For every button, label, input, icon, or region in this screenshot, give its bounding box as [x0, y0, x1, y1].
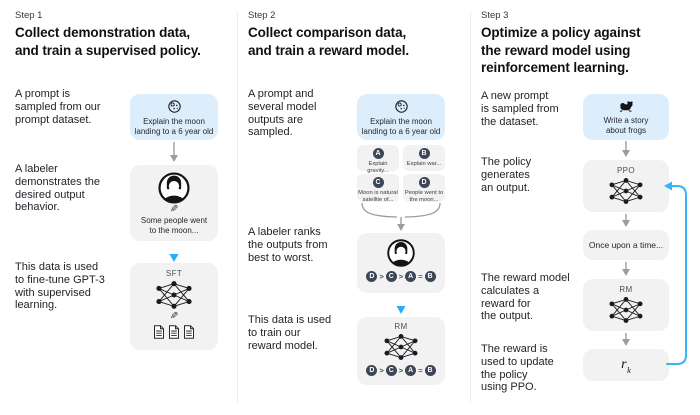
rank-separator: > — [398, 272, 404, 281]
step1-paragraph-2: A labeler demonstrates the desired outpu… — [15, 163, 100, 214]
step1-prompt-text: Explain the moon landing to a 6 year old — [134, 117, 214, 136]
step3-prompt-card: Write a story about frogs — [583, 94, 669, 140]
step2-paragraph-3: This data is used to train our reward mo… — [248, 314, 332, 352]
neural-network-icon — [605, 295, 647, 325]
step1-prompt-card: Explain the moon landing to a 6 year old — [130, 94, 218, 140]
document-icon — [153, 325, 165, 339]
moon-icon — [167, 99, 182, 114]
pencil-icon: ✎ — [169, 204, 179, 215]
step3-paragraph-2: The policy generates an output. — [481, 156, 532, 194]
arrow-step3-ppo-to-output — [622, 214, 630, 227]
step3-reward-card: rk — [583, 349, 669, 381]
neural-network-icon — [605, 176, 647, 206]
document-icon — [183, 325, 195, 339]
output-letter-badge: D — [418, 177, 430, 188]
rank-badge: C — [385, 365, 397, 376]
arrow-step2-labeler-to-rm — [396, 296, 406, 314]
output-d-text: People went to the moon... — [404, 190, 444, 203]
step3-paragraph-1: A new prompt is sampled from the dataset… — [481, 90, 559, 128]
rm-label: RM — [394, 322, 408, 331]
frog-icon — [618, 100, 635, 112]
ppo-label: PPO — [616, 166, 636, 175]
reward-symbol: r — [621, 357, 627, 373]
rank-separator: > — [379, 366, 384, 375]
step1-labeler-card: ✎ Some people went to the moon... — [130, 165, 218, 241]
step1-title: Collect demonstration data, and train a … — [15, 25, 201, 58]
step2-paragraph-2: A labeler ranks the outputs from best to… — [248, 226, 328, 264]
column-divider — [470, 12, 471, 403]
rank-badge: B — [424, 365, 436, 376]
arrow-step3-prompt-to-ppo — [622, 141, 630, 157]
output-card-c: C Moon is natural satellite of... — [357, 174, 399, 203]
document-icon — [168, 325, 180, 339]
step3-label: Step 3 — [481, 10, 509, 21]
rank-separator: = — [418, 272, 423, 281]
step2-label: Step 2 — [248, 10, 276, 21]
rank-badge: D — [366, 271, 378, 282]
labeler-avatar-icon — [386, 238, 416, 268]
step2-labeler-card: D > C > A = B — [357, 233, 445, 293]
step2-title: Collect comparison data, and train a rew… — [248, 25, 410, 58]
output-letter-badge: B — [418, 148, 430, 159]
arrow-step1-labeler-to-sft — [169, 243, 179, 262]
moon-icon — [394, 99, 409, 114]
step1-demonstration-text: Some people went to the moon... — [140, 216, 208, 235]
step3-output-card: Once upon a time... — [583, 230, 669, 260]
output-letter-badge: C — [372, 177, 384, 188]
step3-output-text: Once upon a time... — [588, 240, 664, 250]
rank-separator: > — [379, 272, 384, 281]
reward-value: rk — [621, 355, 631, 374]
labeler-avatar-icon — [157, 171, 191, 205]
output-card-b: B Explain war... — [403, 145, 445, 171]
column-divider — [237, 12, 238, 403]
rank-badge: B — [424, 271, 436, 282]
rank-separator: > — [398, 366, 404, 375]
step1-label: Step 1 — [15, 10, 43, 21]
step2-paragraph-1: A prompt and several model outputs are s… — [248, 88, 317, 139]
documents-icon — [153, 325, 195, 339]
output-letter-badge: A — [372, 148, 384, 159]
output-card-a: A Explain gravity... — [357, 145, 399, 174]
ranking-row: D > C > A = B — [366, 271, 436, 282]
rank-badge: A — [405, 365, 417, 376]
step1-sft-model-card: SFT ✎ — [130, 263, 218, 350]
step3-prompt-text: Write a story about frogs — [603, 116, 649, 135]
arrow-step3-output-to-rm — [622, 262, 630, 276]
step3-paragraph-4: The reward is used to update the policy … — [481, 343, 554, 394]
step3-paragraph-3: The reward model calculates a reward for… — [481, 272, 570, 323]
output-a-text: Explain gravity... — [367, 161, 389, 174]
output-card-d: D People went to the moon... — [403, 174, 445, 203]
step1-paragraph-3: This data is used to fine-tune GPT-3 wit… — [15, 261, 105, 312]
neural-network-icon — [380, 332, 422, 362]
step2-prompt-card: Explain the moon landing to a 6 year old — [357, 94, 445, 140]
pencil-icon: ✎ — [169, 311, 179, 322]
arrow-step3-rm-to-reward — [622, 333, 630, 346]
step3-ppo-policy-card: PPO — [583, 160, 669, 212]
ranking-row: D > C > A = B — [366, 365, 436, 376]
reward-subscript: k — [627, 364, 631, 375]
step1-paragraph-1: A prompt is sampled from our prompt data… — [15, 88, 101, 126]
rank-badge: C — [385, 271, 397, 282]
feedback-loop-reward-to-ppo — [664, 181, 687, 365]
output-c-text: Moon is natural satellite of... — [358, 190, 398, 203]
output-b-text: Explain war... — [406, 161, 442, 167]
step2-rm-model-card: RM D > C > A = B — [357, 317, 445, 385]
step2-prompt-text: Explain the moon landing to a 6 year old — [361, 117, 441, 136]
rank-badge: D — [366, 365, 378, 376]
step3-rm-model-card: RM — [583, 279, 669, 331]
neural-network-icon — [153, 279, 195, 311]
arrow-step1-prompt-to-labeler — [170, 142, 178, 162]
rank-badge: A — [405, 271, 417, 282]
sft-label: SFT — [165, 269, 183, 278]
merge-brace-outputs-to-labeler — [361, 202, 441, 231]
rm-label: RM — [619, 285, 633, 294]
step3-title: Optimize a policy against the reward mod… — [481, 25, 641, 75]
rank-separator: = — [418, 366, 423, 375]
